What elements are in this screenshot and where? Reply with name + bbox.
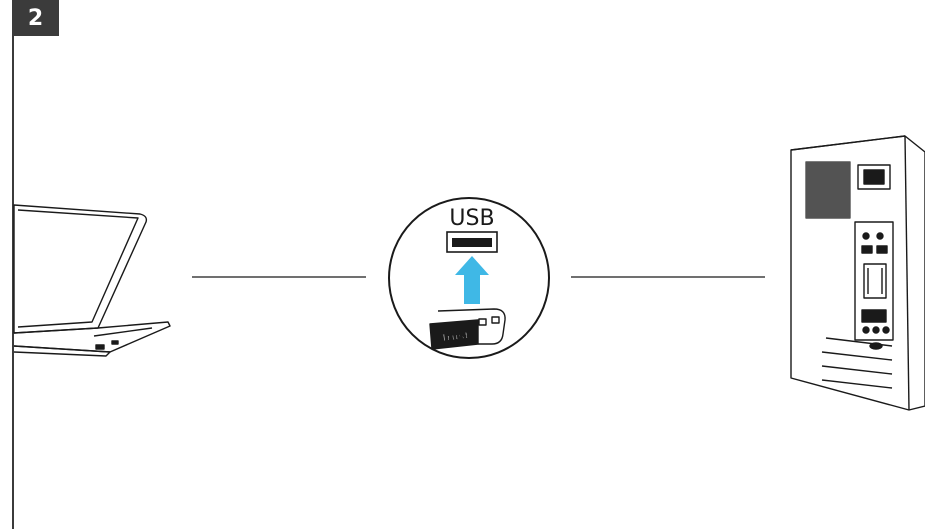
desktop-tower-icon bbox=[790, 135, 925, 411]
laptop-icon bbox=[13, 204, 171, 357]
receiver-brand-label: Trust bbox=[440, 331, 470, 345]
usb-label: USB bbox=[449, 206, 494, 231]
usb-callout: USB Trust bbox=[388, 197, 550, 359]
usb-port-icon bbox=[446, 231, 498, 253]
usb-receiver-icon: Trust bbox=[429, 308, 506, 350]
step-number: 2 bbox=[27, 5, 44, 31]
step-divider-line bbox=[12, 36, 14, 529]
arrow-up-icon bbox=[455, 256, 489, 304]
step-number-badge: 2 bbox=[12, 0, 59, 36]
